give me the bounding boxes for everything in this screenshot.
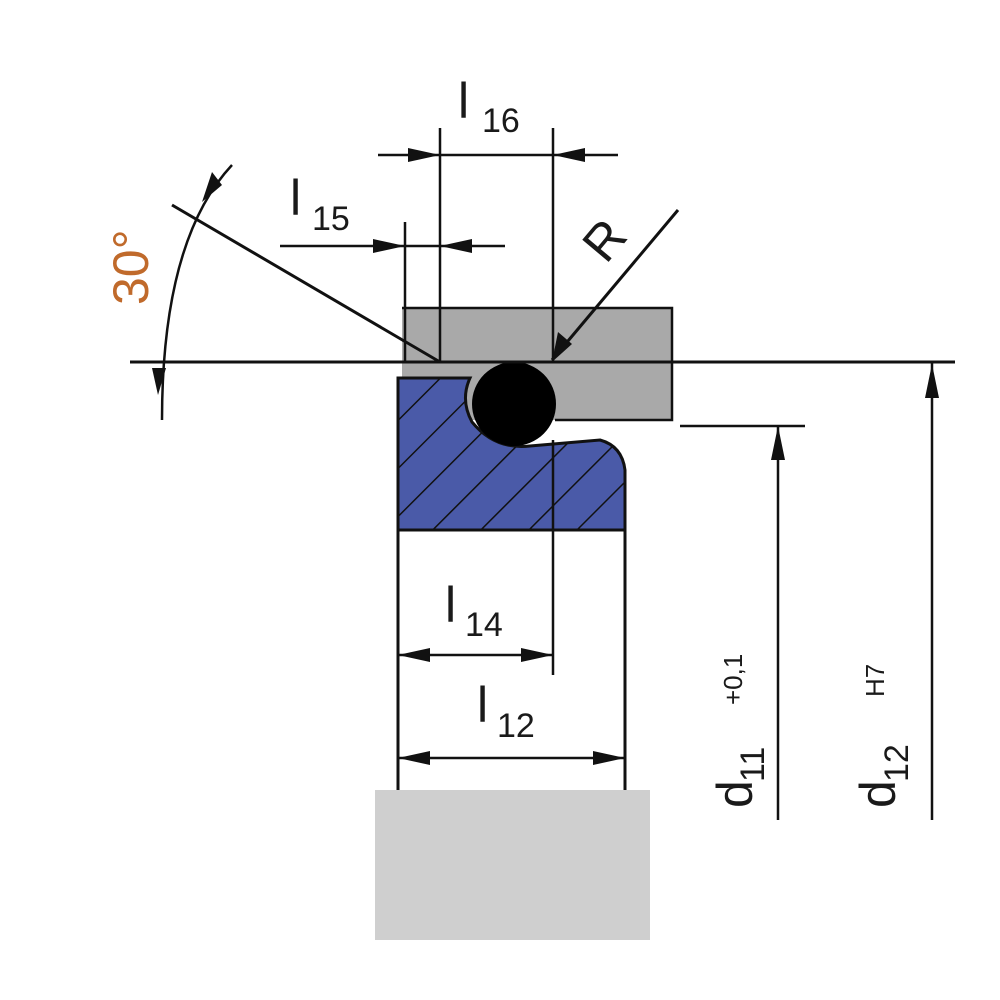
label-d12-main: d: [850, 780, 906, 808]
base-block: [375, 790, 650, 940]
label-l12-main: l: [477, 677, 488, 733]
label-d11-sub: 11: [734, 747, 772, 782]
label-l14-sub: 14: [465, 606, 503, 644]
label-l14-main: l: [445, 577, 456, 633]
housing-outline: [402, 306, 674, 422]
label-d12-sub: 12: [878, 744, 916, 782]
dim-l16-arrow-right: [553, 148, 585, 162]
label-angle: 30°: [103, 229, 159, 305]
label-l12-sub: 12: [497, 707, 535, 745]
label-l16-main: l: [458, 73, 469, 129]
dim-l12-arrow-right: [593, 751, 625, 765]
angle-arc: [160, 164, 233, 421]
angle-arrow-top: [202, 172, 222, 202]
label-l15-main: l: [290, 170, 301, 226]
label-d11-main: d: [707, 780, 763, 808]
dim-l14-arrow-left: [398, 648, 430, 662]
label-d11-tol: +0,1: [718, 654, 748, 705]
dim-l16-arrow-left: [408, 148, 440, 162]
o-ring: [472, 362, 556, 446]
angle-arrow-bottom: [152, 368, 166, 395]
label-l16-sub: 16: [482, 102, 520, 140]
dim-d12-arrow: [925, 364, 939, 398]
dim-l14-arrow-right: [521, 648, 553, 662]
label-d12-tol: H7: [860, 664, 890, 697]
dim-l12-arrow-left: [398, 751, 430, 765]
label-l15-sub: 15: [312, 200, 350, 238]
dim-l15-arrow-left: [373, 239, 405, 253]
label-radius: R: [572, 208, 638, 272]
dim-d11-arrow: [771, 426, 785, 460]
radius-leader: [550, 209, 680, 361]
chamfer-line: [171, 203, 441, 364]
dim-l15-arrow-right: [440, 239, 472, 253]
radius-arrow: [552, 332, 572, 362]
